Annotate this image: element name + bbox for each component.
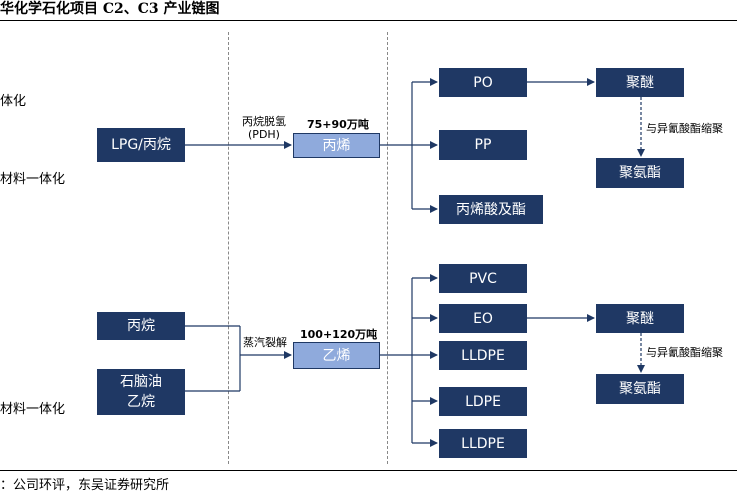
capacity-ethylene: 100+120万吨 [300,328,378,341]
divider-dashed-1 [228,32,229,464]
box-acrylic: 丙烯酸及酯 [439,195,543,224]
bottom-rule [0,470,737,471]
box-lpg-propane: LPG/丙烷 [97,128,185,162]
side-label-2: 材料一体化 [0,172,66,187]
box-pvc: PVC [439,264,527,293]
label-isocyanate-2: 与异氰酸酯缩聚 [646,346,723,359]
label-steam-cracking: 蒸汽裂解 [243,336,287,349]
box-propane: 丙烷 [97,312,185,340]
label-pdh: 丙烷脱氢 (PDH) [242,115,286,141]
box-lldpe-1: LLDPE [439,341,527,370]
side-label-3: 材料一体化 [0,402,66,417]
capacity-propylene: 75+90万吨 [307,118,369,131]
box-polyurethane-1: 聚氨酯 [596,158,684,188]
source-note: ：公司环评，东吴证券研究所 [0,478,170,493]
label-isocyanate-1: 与异氰酸酯缩聚 [646,122,723,135]
top-rule [0,20,737,21]
box-propylene: 丙烯 [293,133,380,158]
box-polyurethane-2: 聚氨酯 [596,374,684,404]
box-naphtha-ethane: 石脑油 乙烷 [97,369,185,415]
side-label-1: 体化 [0,94,27,109]
box-polyether-2: 聚醚 [596,304,684,333]
box-ethylene: 乙烯 [293,342,380,369]
box-ldpe: LDPE [439,387,527,416]
box-po: PO [439,68,527,97]
box-eo: EO [439,304,527,333]
box-polyether-1: 聚醚 [596,68,684,97]
page-title: 华化学石化项目 C2、C3 产业链图 [0,1,220,17]
divider-dashed-2 [387,32,388,464]
box-lldpe-2: LLDPE [439,429,527,458]
box-pp: PP [439,130,527,160]
